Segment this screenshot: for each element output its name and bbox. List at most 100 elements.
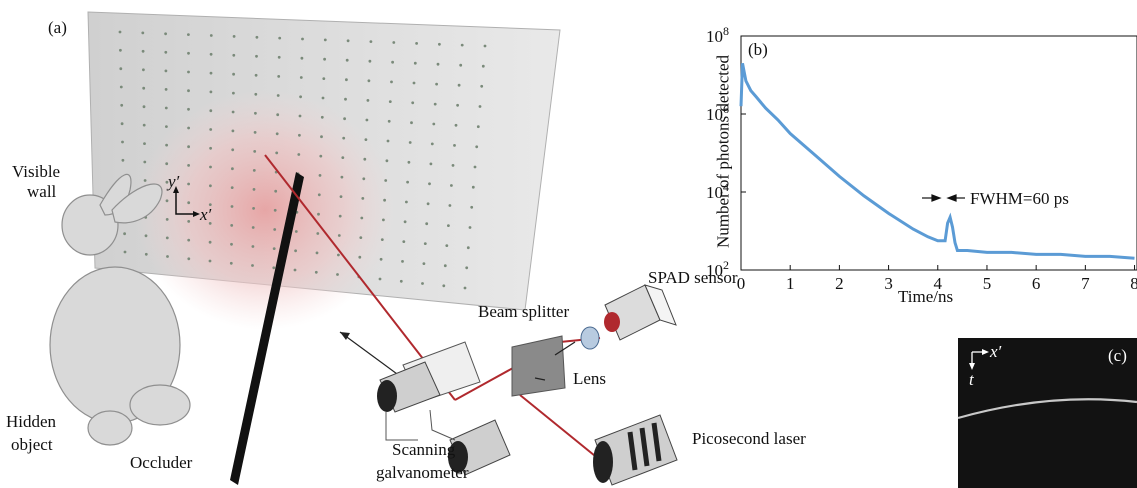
scan-grid-dot	[209, 90, 213, 94]
chart-y-axis-label: Number of photons detected	[713, 54, 733, 249]
scan-grid-dot	[294, 249, 297, 253]
label-visible-wall-line1: Visible	[12, 162, 61, 181]
scan-grid-dot	[121, 140, 124, 144]
scan-grid-dot	[442, 284, 446, 288]
scan-grid-dot	[445, 244, 449, 248]
scan-grid-dot	[436, 62, 440, 66]
scan-grid-dot	[320, 135, 323, 139]
scan-grid-dot	[277, 75, 281, 78]
scan-grid-dot	[380, 238, 384, 242]
scan-grid-dot	[391, 60, 394, 64]
chart-x-axis-label: Time/ns	[898, 287, 954, 306]
scan-grid-dot	[142, 105, 146, 109]
scan-grid-dot	[208, 240, 212, 244]
scan-grid-dot	[209, 184, 212, 188]
scan-grid-dot	[429, 162, 433, 166]
chart-x-tick-label: 6	[1032, 274, 1041, 293]
chart-x-tick-label: 0	[737, 274, 746, 293]
scan-grid-dot	[273, 208, 277, 212]
scan-grid-dot	[433, 102, 437, 106]
label-lens: Lens	[573, 369, 607, 388]
scan-grid-dot	[165, 162, 169, 166]
scan-grid-dot	[231, 167, 234, 171]
wall-axes-icon	[175, 190, 196, 215]
scan-grid-dot	[384, 179, 388, 182]
scan-grid-dot	[415, 42, 418, 45]
scan-grid-dot	[187, 164, 191, 167]
scan-grid-dot	[275, 132, 279, 136]
scan-grid-dot	[364, 138, 368, 142]
label-scanning-line1: Scanning	[392, 440, 456, 459]
scan-grid-dot	[251, 245, 255, 248]
scan-grid-dot	[120, 103, 124, 107]
scan-grid-dot	[315, 251, 319, 255]
scan-grid-dot	[299, 76, 303, 79]
scan-grid-dot	[273, 228, 277, 231]
scan-grid-dot	[408, 141, 412, 144]
scanning-galvanometer	[377, 341, 511, 476]
scan-grid-dot	[142, 123, 146, 127]
scan-grid-dot	[361, 197, 365, 200]
scan-grid-dot	[187, 201, 191, 205]
label-spad-sensor: SPAD sensor	[648, 268, 738, 287]
scan-grid-dot	[435, 82, 438, 86]
scan-grid-dot	[254, 92, 258, 96]
scan-grid-dot	[426, 202, 430, 206]
scan-grid-dot	[454, 123, 458, 127]
scan-grid-dot	[321, 96, 325, 100]
scan-grid-dot	[276, 113, 280, 117]
scan-grid-dot	[314, 270, 318, 274]
label-hidden-object-line2: object	[11, 435, 53, 454]
scan-grid-dot	[272, 247, 276, 251]
scan-grid-dot	[187, 89, 190, 93]
scan-grid-dot	[367, 79, 371, 83]
beam-splitter	[511, 335, 566, 397]
scan-grid-dot	[230, 224, 234, 227]
scan-grid-dot	[274, 189, 278, 193]
scan-grid-dot	[187, 107, 190, 111]
scan-grid-dot	[278, 36, 282, 40]
scan-grid-dot	[483, 44, 487, 48]
scan-grid-dot	[164, 50, 168, 54]
chart-x-tick-label: 2	[835, 274, 844, 293]
scan-grid-dot	[465, 266, 469, 270]
scan-grid-dot	[336, 273, 339, 276]
scan-grid-dot	[252, 169, 256, 172]
scan-grid-dot	[277, 55, 281, 59]
scan-grid-dot	[407, 160, 411, 164]
scan-grid-dot	[365, 118, 369, 122]
label-hidden-object-line1: Hidden	[6, 412, 57, 431]
scan-grid-dot	[187, 126, 191, 130]
scan-grid-dot	[320, 115, 324, 119]
scan-grid-dot	[317, 193, 321, 197]
scan-grid-dot	[456, 103, 459, 107]
scan-grid-dot	[209, 71, 213, 75]
scan-grid-dot	[166, 255, 169, 258]
wall-axis-x-label: x′	[200, 205, 212, 224]
scan-grid-dot	[299, 95, 302, 99]
scan-grid-dot	[323, 38, 327, 42]
scan-grid-dot	[230, 242, 233, 246]
scan-grid-dot	[293, 268, 297, 272]
scan-grid-dot	[164, 69, 168, 73]
scan-grid-dot	[187, 145, 191, 149]
scan-grid-dot	[457, 83, 461, 87]
scan-grid-dot	[339, 195, 343, 199]
scan-grid-dot	[322, 77, 326, 80]
scan-grid-dot	[346, 39, 350, 43]
scan-grid-dot	[378, 277, 382, 281]
scan-grid-dot	[432, 122, 436, 126]
scan-grid-dot	[390, 80, 393, 84]
scan-grid-dot	[317, 212, 320, 216]
scan-grid-dot	[473, 165, 477, 169]
scan-grid-dot	[276, 94, 280, 97]
scan-grid-dot	[422, 262, 426, 265]
scan-grid-dot	[209, 34, 213, 37]
laser-glow	[135, 90, 395, 330]
scan-grid-dot	[253, 131, 257, 134]
scan-grid-dot	[337, 234, 341, 237]
scan-grid-dot	[480, 84, 484, 88]
scan-grid-dot	[254, 111, 257, 115]
scan-grid-dot	[165, 125, 168, 128]
